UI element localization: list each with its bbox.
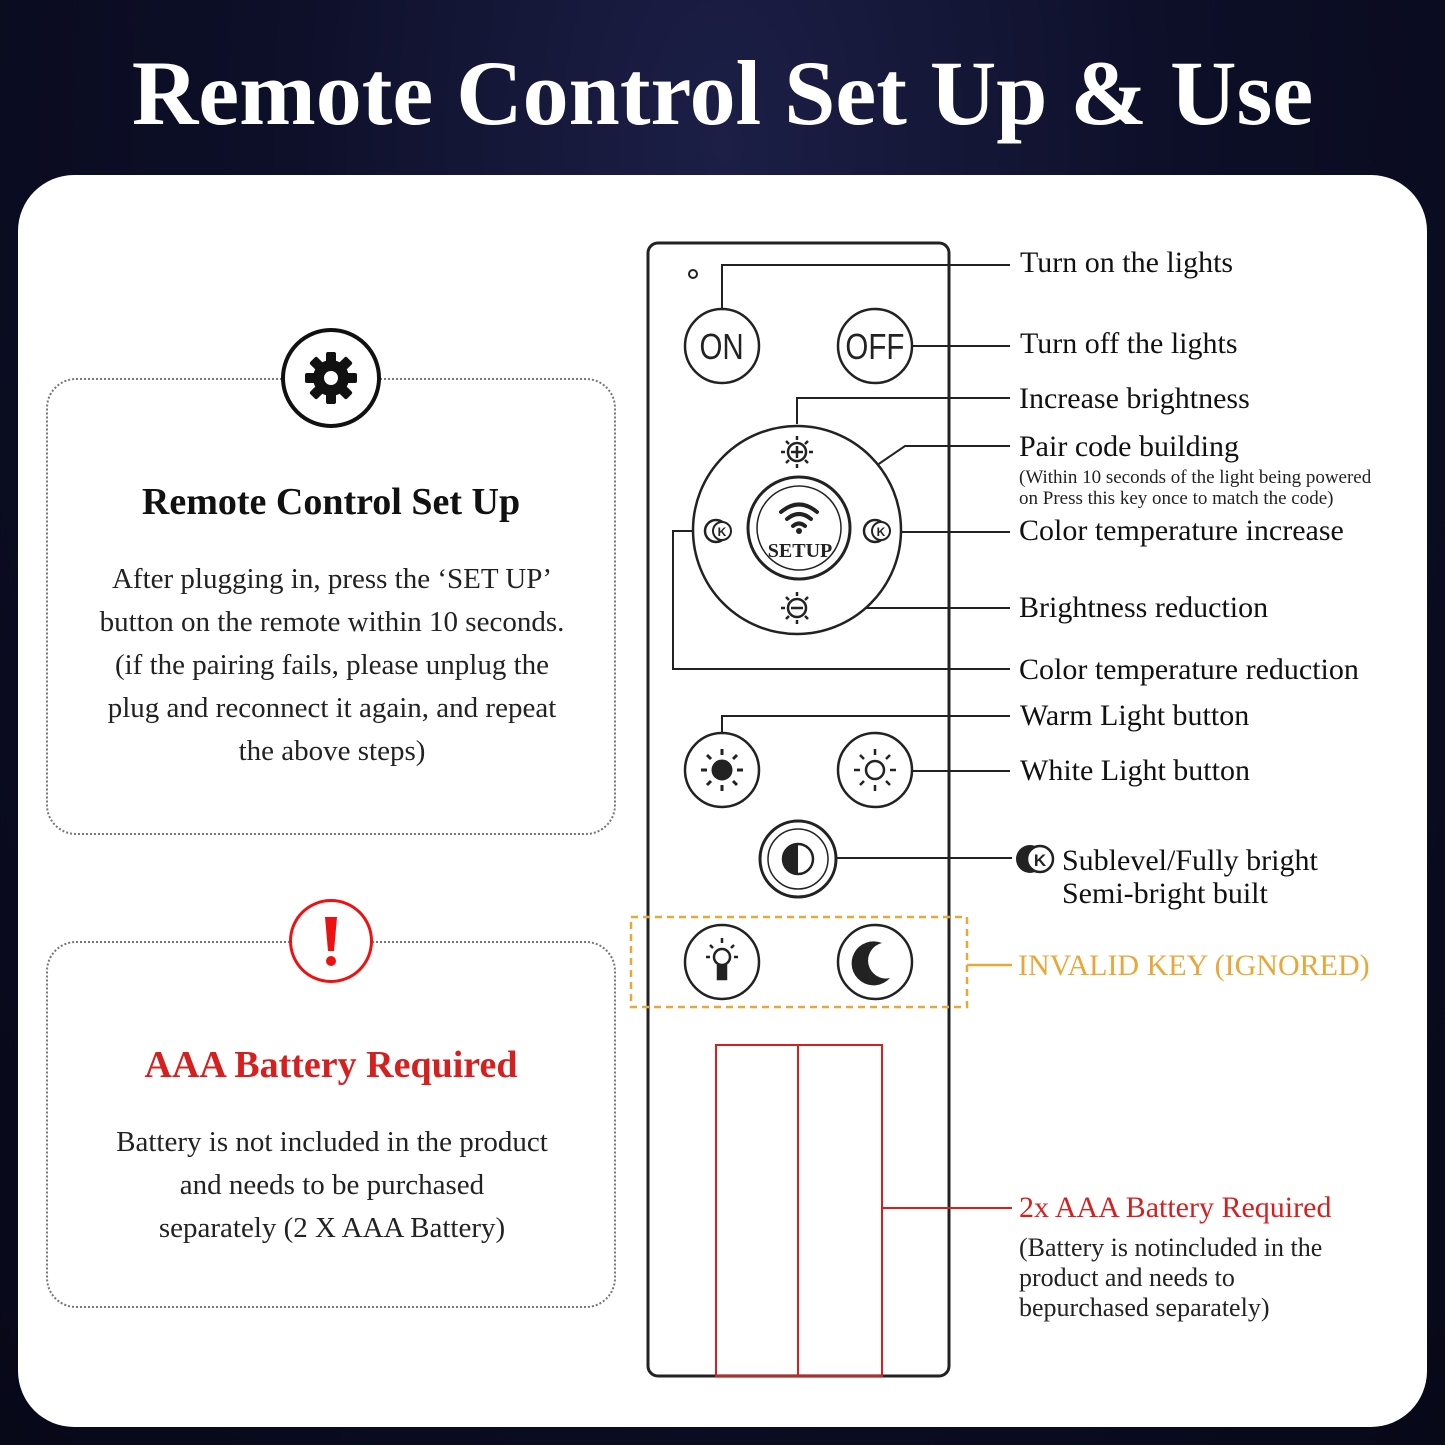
setup-text-line: the above steps)	[238, 735, 426, 767]
lamp-icon	[706, 938, 738, 981]
battery-compartment	[715, 1044, 883, 1377]
label-brightness-down: Brightness reduction	[1019, 591, 1269, 624]
k-plus-icon[interactable]: K	[862, 518, 891, 544]
label-battery-note-2: product and needs to	[1019, 1263, 1235, 1292]
wifi-icon	[779, 502, 819, 528]
callout-line-temp-down	[672, 530, 1010, 670]
setup-card-title: Remote Control Set Up	[141, 481, 521, 523]
moon-button[interactable]	[836, 923, 914, 1001]
battery-text-line: and needs to be purchased	[179, 1169, 485, 1201]
k-minus-icon[interactable]: K	[703, 518, 732, 544]
battery-text-line: Battery is not included in the product	[116, 1126, 548, 1158]
warm-light-button[interactable]	[683, 731, 761, 809]
page-title: Remote Control Set Up & Use	[131, 42, 1314, 144]
battery-info-card: AAA Battery Required Battery is not incl…	[46, 941, 616, 1308]
svg-text:K: K	[718, 525, 727, 539]
callout-line-brightness-up	[796, 397, 1010, 424]
label-invalid-key: INVALID KEY (IGNORED)	[1018, 949, 1370, 982]
battery-text-line: separately (2 X AAA Battery)	[158, 1212, 506, 1244]
sun-plus-icon[interactable]	[781, 436, 813, 468]
sun-outline-icon	[854, 749, 896, 791]
setup-info-card: Remote Control Set Up After plugging in,…	[46, 378, 616, 835]
label-warm-light: Warm Light button	[1020, 699, 1250, 732]
gear-icon	[305, 352, 357, 404]
label-turn-off: Turn off the lights	[1020, 327, 1238, 360]
label-pair-code: Pair code building	[1019, 430, 1239, 463]
setup-text-line: After plugging in, press the ‘SET UP’	[111, 563, 553, 595]
exclamation-icon	[325, 917, 337, 966]
sun-filled-icon	[701, 749, 743, 791]
callout-line-on	[721, 264, 1010, 309]
warning-badge	[289, 899, 373, 983]
on-button-label: ON	[699, 326, 743, 366]
label-brightness-up: Increase brightness	[1019, 382, 1250, 415]
label-sublevel-1: Sublevel/Fully bright	[1062, 844, 1318, 877]
k-half-icon: K	[1016, 844, 1055, 874]
led-indicator	[688, 269, 698, 279]
label-sublevel-2: Semi-bright built	[1062, 877, 1268, 910]
label-battery-note-1: (Battery is notincluded in the	[1019, 1233, 1323, 1262]
white-light-button[interactable]	[836, 731, 914, 809]
label-white-light: White Light button	[1020, 754, 1250, 787]
sun-minus-icon[interactable]	[781, 592, 809, 624]
label-pair-note-2: on Press this key once to match the code…	[1019, 488, 1334, 509]
label-color-temp-down: Color temperature reduction	[1019, 653, 1359, 686]
half-moon-icon	[781, 842, 815, 876]
setup-button-label: SETUP	[768, 540, 832, 562]
callout-line-warm	[721, 715, 1010, 733]
moon-star-icon	[851, 941, 890, 986]
svg-text:K: K	[1034, 851, 1047, 870]
label-color-temp-up: Color temperature increase	[1019, 514, 1344, 547]
label-battery-note-3: bepurchased separately)	[1019, 1293, 1270, 1322]
battery-card-title: AAA Battery Required	[144, 1044, 518, 1086]
setup-text-line: button on the remote within 10 seconds.	[99, 606, 565, 638]
gear-badge	[281, 328, 381, 428]
invalid-key-frame	[629, 915, 969, 1009]
off-button[interactable]: OFF	[836, 307, 914, 385]
on-button[interactable]: ON	[683, 307, 761, 385]
setup-text-line: plug and reconnect it again, and repeat	[107, 692, 557, 724]
label-pair-note-1: (Within 10 seconds of the light being po…	[1019, 467, 1372, 488]
svg-text:K: K	[877, 525, 886, 539]
off-button-label: OFF	[845, 326, 904, 366]
setup-text-line: (if the pairing fails, please unplug the	[114, 649, 550, 681]
label-turn-on: Turn on the lights	[1020, 246, 1234, 279]
lamp-button[interactable]	[683, 923, 761, 1001]
sublevel-button[interactable]	[758, 819, 838, 899]
label-battery-required: 2x AAA Battery Required	[1019, 1191, 1332, 1224]
